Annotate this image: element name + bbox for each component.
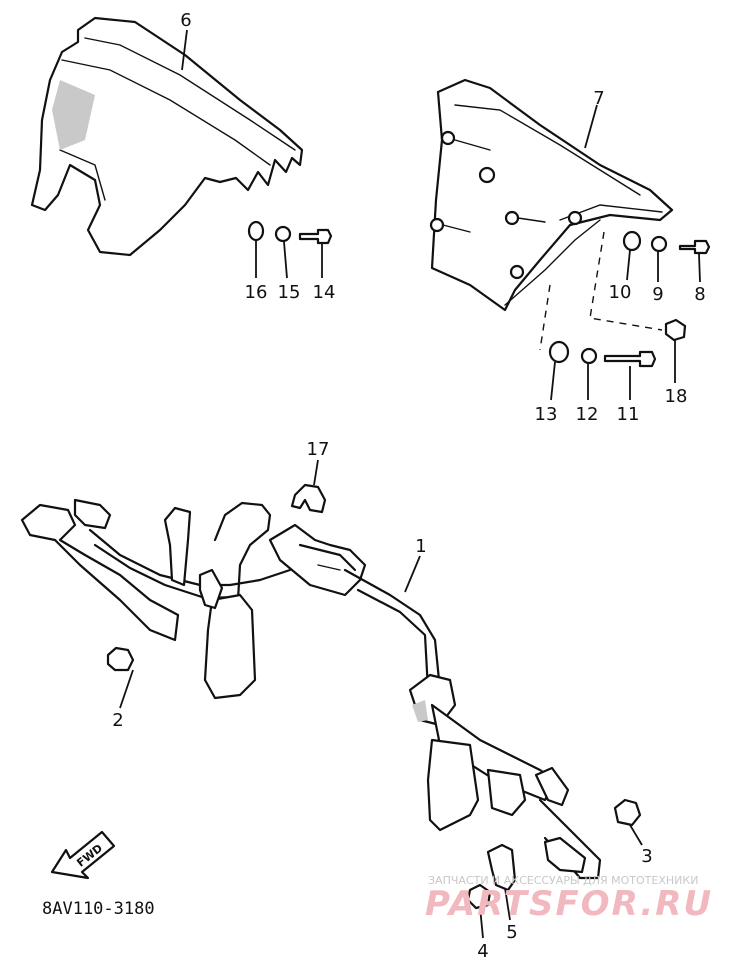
- callout-18: 18: [665, 386, 688, 407]
- callout-11: 11: [617, 404, 640, 425]
- clamp-17: [290, 483, 327, 514]
- part-6-cowl: [30, 16, 304, 257]
- bolt-3: [613, 798, 642, 827]
- watermark: ЗАПЧАСТИ И АКСЕССУАРЫ ДЛЯ МОТОТЕХНИКИ PA…: [425, 874, 713, 924]
- watermark-caption: ЗАПЧАСТИ И АКСЕССУАРЫ ДЛЯ МОТОТЕХНИКИ: [428, 874, 698, 887]
- callout-9: 9: [652, 284, 663, 305]
- callout-6: 6: [180, 10, 191, 31]
- callout-14: 14: [313, 282, 336, 303]
- callout-numbers: 6 7 16 15 14 10 9 8 18 13 12 11 17 1 2 3…: [112, 10, 705, 962]
- callout-4: 4: [477, 941, 488, 962]
- hardware-16-15-14: [247, 220, 333, 245]
- callout-16: 16: [245, 282, 268, 303]
- callout-12: 12: [576, 404, 599, 425]
- hardware-13-12-11: [548, 340, 657, 368]
- callout-15: 15: [278, 282, 301, 303]
- callout-10: 10: [609, 282, 632, 303]
- fwd-arrow-icon: FWD: [50, 830, 116, 880]
- callout-1: 1: [415, 536, 426, 557]
- part-1-stay-frame: [20, 498, 602, 880]
- callout-5: 5: [506, 922, 517, 943]
- callout-7: 7: [593, 88, 604, 109]
- callout-8: 8: [694, 284, 705, 305]
- callout-17: 17: [307, 439, 330, 460]
- diagram-code: 8AV110-3180: [42, 899, 155, 919]
- leader-lines: [119, 29, 701, 939]
- grommet-2: [106, 646, 135, 672]
- hardware-10-9-8: [622, 230, 711, 255]
- watermark-brand: PARTSFOR.RU: [425, 884, 713, 924]
- nut-18: [664, 318, 687, 342]
- clip-5: [486, 843, 517, 892]
- callout-2: 2: [112, 710, 123, 731]
- callout-3: 3: [641, 846, 652, 867]
- callout-13: 13: [535, 404, 558, 425]
- part-7-inner-panel: [429, 78, 674, 312]
- nut-4: [466, 883, 492, 910]
